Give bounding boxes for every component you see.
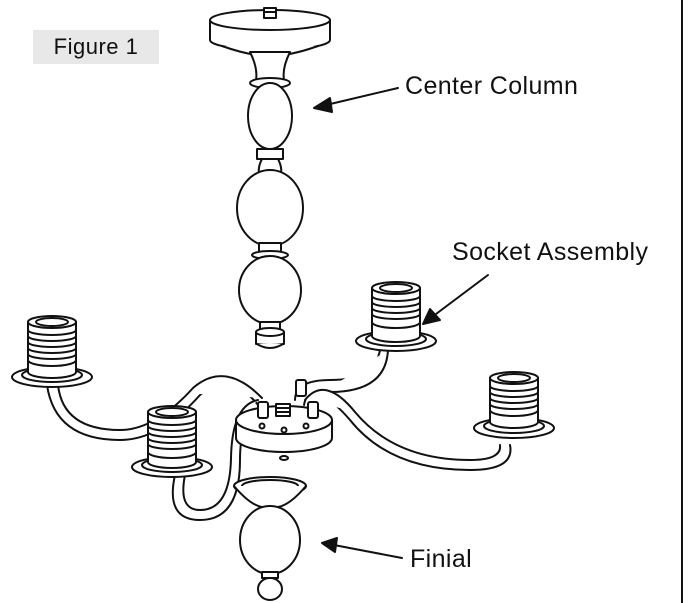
canopy	[209, 7, 331, 57]
figure-label: Figure 1	[33, 30, 159, 64]
center-hub	[235, 379, 333, 461]
socket-cup-right	[473, 371, 555, 439]
center-column-arrowhead	[313, 97, 333, 113]
callout-arrows	[313, 87, 489, 559]
callout-socket-assembly: Socket Assembly	[452, 238, 649, 266]
socket-cup-front-left	[131, 405, 213, 478]
center-column	[236, 51, 304, 349]
callout-center-column: Center Column	[405, 72, 579, 100]
socket-cup-left	[11, 315, 93, 388]
callout-finial: Finial	[410, 545, 473, 573]
socket-cup-back-right	[355, 281, 437, 352]
socket-arms	[46, 349, 512, 521]
finial	[233, 476, 307, 601]
figure-frame-border	[681, 0, 683, 603]
finial-arrowhead	[321, 537, 338, 553]
socket-assembly-arrowhead	[422, 308, 441, 325]
